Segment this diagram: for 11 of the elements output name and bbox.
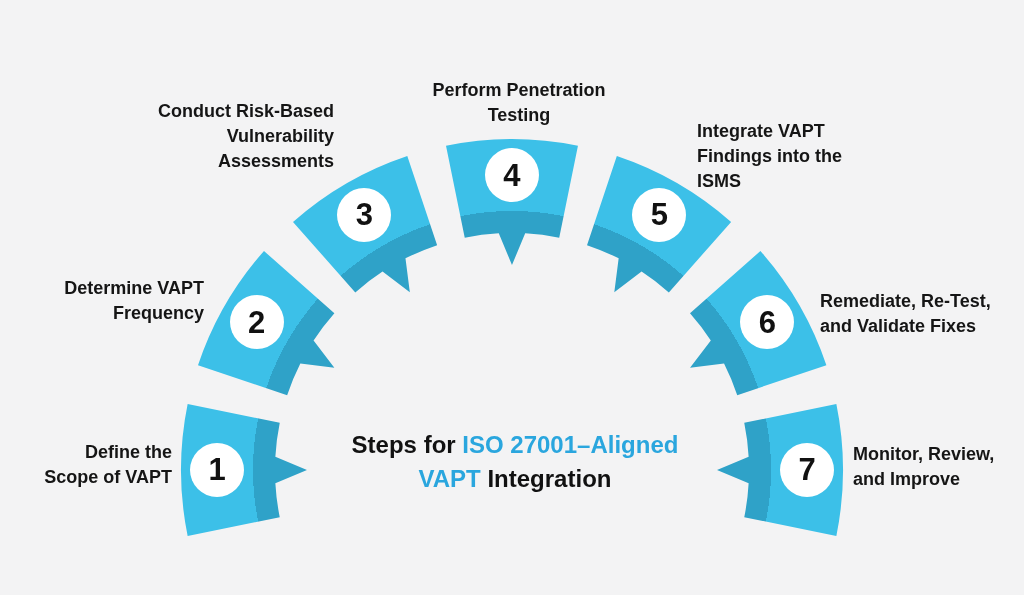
step-label: Determine VAPT Frequency <box>63 277 204 325</box>
step-label: Remediate, Re-Test, and Validate Fixes <box>820 290 992 338</box>
step-label: Perform Penetration Testing <box>431 79 607 127</box>
step-label: Conduct Risk-Based Vulnerability Assessments <box>156 100 334 173</box>
fan-segment <box>446 139 578 265</box>
step-label: Monitor, Review, and Improve <box>853 443 996 491</box>
step-label: Integrate VAPT Findings into the ISMS <box>697 120 843 193</box>
step-label: Define the Scope of VAPT <box>43 441 172 489</box>
fan-segment <box>717 404 843 536</box>
fan-segment <box>181 404 307 536</box>
diagram-title: Steps for ISO 27001–Aligned VAPT Integration <box>350 430 680 494</box>
